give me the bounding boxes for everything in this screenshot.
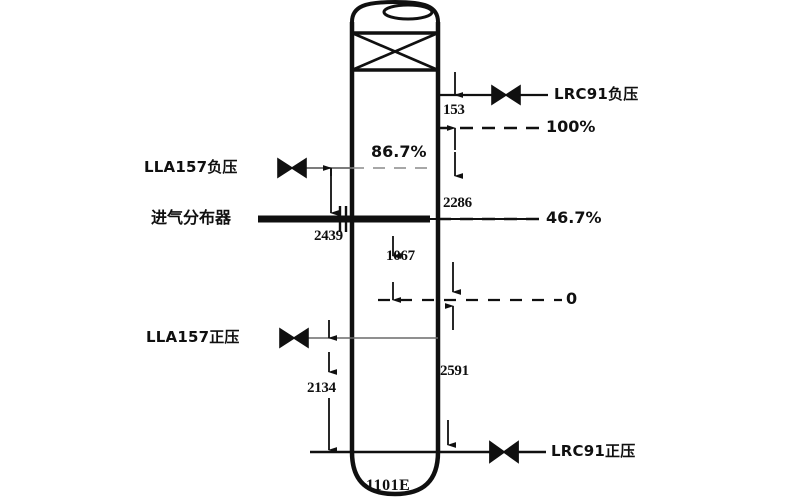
packing-section-icon [351,31,439,72]
dimension-2286: 2286 [443,195,472,211]
level-marker-0: 0 [566,289,578,308]
vessel-shell [349,0,441,497]
instrument-tag-top-vacuum: LRC91负压 [554,85,639,103]
bottom-pressure-valve-icon[interactable] [489,440,519,464]
lower-level-valve-icon[interactable] [279,327,309,349]
dimension-2591: 2591 [440,363,469,379]
dimension-153: 153 [443,102,465,118]
instrument-tag-upper-level-vacuum: LLA157负压 [144,158,238,176]
annotation-level-86-7: 86.7% [371,142,427,161]
level-marker-100: 100% [546,117,596,136]
level-marker-46-7: 46.7% [546,208,602,227]
instrument-tag-bottom-pressure: LRC91正压 [551,442,636,460]
top-vacuum-valve-icon[interactable] [491,84,521,106]
vessel-tag-label: 1101E [366,477,411,494]
instrument-tag-lower-level-pressure: LLA157正压 [146,328,240,346]
bottom-pressure-tap-line [310,420,546,454]
nozzle-label-gas-distributor: 进气分布器 [151,208,232,227]
dimension-2439: 2439 [314,228,343,244]
dimension-1067: 1067 [386,248,415,264]
upper-level-valve-icon[interactable] [277,157,307,179]
top-manway-icon [382,3,434,21]
dimension-2134: 2134 [307,380,336,396]
